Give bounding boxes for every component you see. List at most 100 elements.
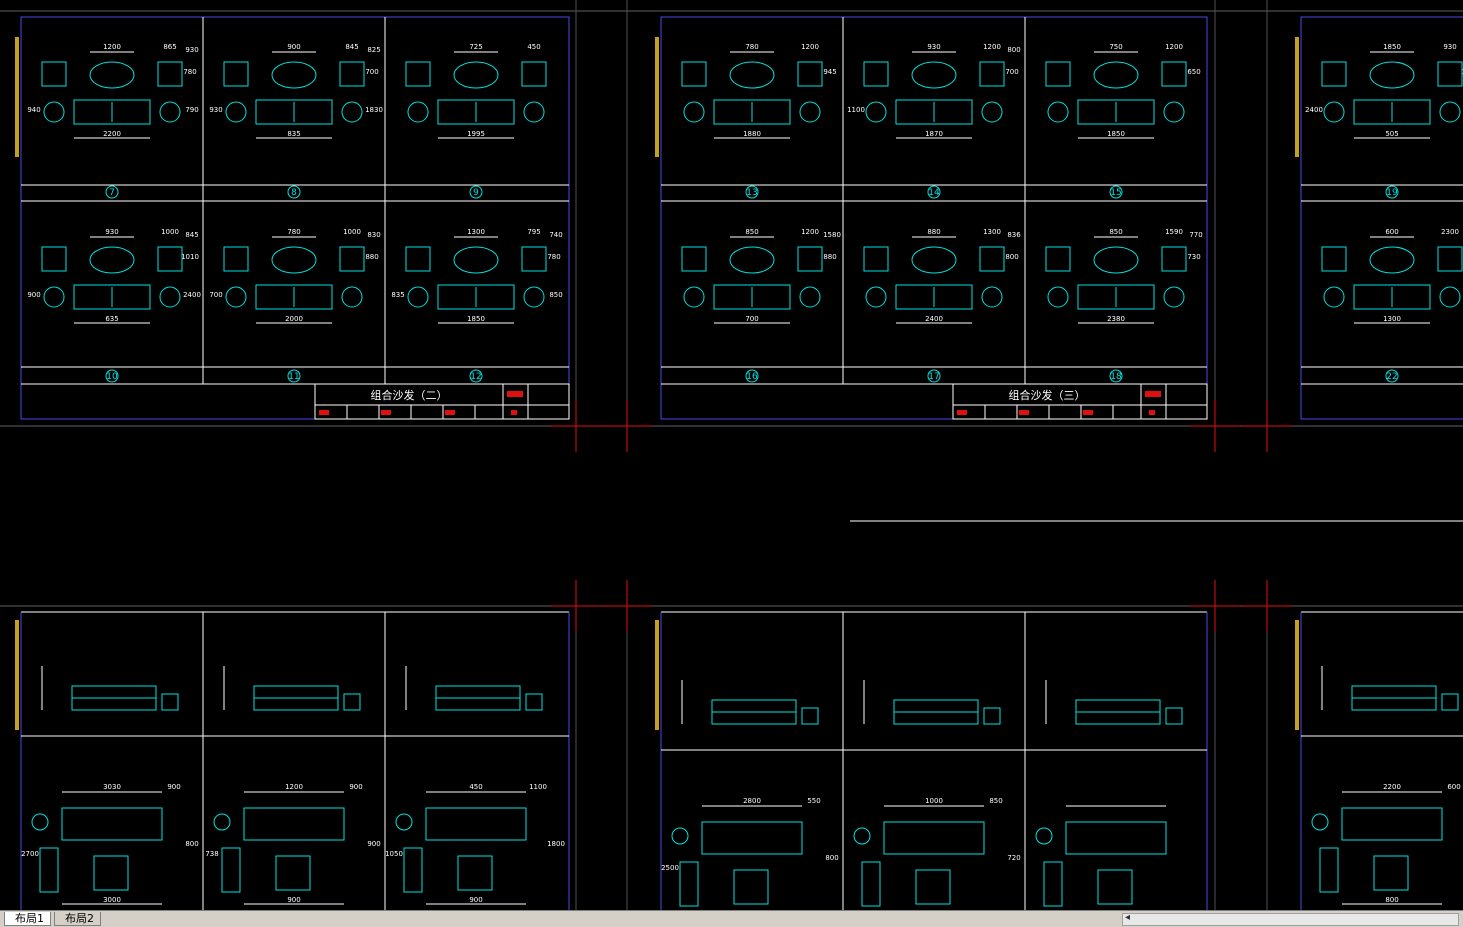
dimension-label: 2400: [183, 291, 201, 299]
armchair: [1045, 246, 1071, 272]
side-table: [225, 101, 247, 123]
armchair: [405, 246, 431, 272]
dimension-label: 2500: [661, 864, 679, 872]
cell-number: 17: [928, 372, 939, 382]
coffee-table: [911, 61, 957, 89]
side-table: [43, 101, 65, 123]
dimension-label: 450: [527, 43, 540, 51]
dimension-label: 725: [469, 43, 482, 51]
dimension-label: 1200: [103, 43, 121, 51]
dimension-label: 780: [287, 228, 300, 236]
side-table: [1163, 286, 1185, 308]
side-table: [1311, 813, 1329, 831]
sheet-frame: [1300, 16, 1463, 420]
scroll-left-icon[interactable]: ◂: [1125, 912, 1131, 923]
dimension-label: 1300: [467, 228, 485, 236]
sectional-sofa: [243, 807, 345, 841]
sofa-outline: [73, 284, 151, 310]
dimension-label: 700: [365, 68, 378, 76]
dimension-label: 900: [167, 783, 180, 791]
side-table: [1439, 286, 1461, 308]
armchair: [863, 246, 889, 272]
armchair: [223, 246, 249, 272]
coffee-table: [1097, 869, 1133, 905]
coffee-table: [275, 855, 311, 891]
cell-number-circle: [745, 185, 759, 199]
coffee-table: [271, 246, 317, 274]
dimension-label: 1995: [467, 130, 485, 138]
dimension-label: 3030: [103, 783, 121, 791]
armchair: [797, 61, 823, 87]
dimension-label: 1300: [1383, 315, 1401, 323]
title-block-red-mark: [381, 410, 391, 415]
cell-number-circle: [927, 185, 941, 199]
dimension-label: 1580: [823, 231, 841, 239]
sheet-frame: [20, 16, 570, 420]
cell-number: 16: [746, 372, 758, 382]
dimension-label: 730: [1187, 253, 1200, 261]
dimension-label: 770: [1189, 231, 1202, 239]
sheet-title: 组合沙发（三）: [1009, 388, 1086, 402]
dimension-label: 1200: [983, 43, 1001, 51]
sofa-outline: [1077, 99, 1155, 125]
dimension-label: 650: [1187, 68, 1200, 76]
dimension-label: 845: [185, 231, 198, 239]
side-table: [213, 813, 231, 831]
side-table: [683, 101, 705, 123]
title-block: [314, 383, 570, 420]
dimension-label: 2800: [743, 797, 761, 805]
side-table: [1323, 101, 1345, 123]
cell-number: 7: [109, 188, 115, 198]
title-block-red-mark: [1145, 391, 1161, 397]
side-table: [1439, 101, 1461, 123]
dimension-label: 2300: [1441, 228, 1459, 236]
dimension-label: 930: [105, 228, 118, 236]
dimension-label: 865: [163, 43, 176, 51]
dimension-label: 2700: [21, 850, 39, 858]
dimension-label: 1850: [1383, 43, 1401, 51]
title-block-red-mark: [511, 410, 517, 415]
armchair: [339, 246, 365, 272]
coffee-table: [1369, 246, 1415, 274]
dimension-label: 900: [287, 896, 300, 904]
coffee-table: [93, 855, 129, 891]
tab-layout-1[interactable]: 布局1: [4, 912, 51, 926]
side-table: [671, 827, 689, 845]
armchair: [1437, 246, 1463, 272]
side-table-elevation: [1441, 693, 1459, 711]
dimension-label: 1850: [1107, 130, 1125, 138]
coffee-table: [1373, 855, 1409, 891]
side-table: [853, 827, 871, 845]
side-table: [407, 286, 429, 308]
cell-number: 12: [470, 372, 481, 382]
side-label-mark: [1295, 37, 1299, 157]
armchair: [1043, 861, 1063, 907]
armchair: [41, 246, 67, 272]
sheet-frame: [660, 16, 1208, 420]
dimension-label: 3000: [103, 896, 121, 904]
sectional-sofa: [701, 821, 803, 855]
dimension-label: 835: [391, 291, 404, 299]
tab-layout-2[interactable]: 布局2: [54, 912, 101, 926]
sectional-sofa: [1341, 807, 1443, 841]
title-block-red-mark: [1083, 410, 1093, 415]
dimension-label: 2200: [103, 130, 121, 138]
side-table: [31, 813, 49, 831]
title-block: [952, 383, 1208, 420]
armchair: [979, 61, 1005, 87]
dimension-label: 836: [1007, 231, 1021, 239]
sectional-sofa: [883, 821, 985, 855]
cell-number: 8: [291, 188, 297, 198]
dimension-label: 780: [745, 43, 758, 51]
side-table-elevation: [525, 693, 543, 711]
coffee-table: [271, 61, 317, 89]
dimension-label: 830: [367, 231, 380, 239]
dimension-label: 1870: [925, 130, 943, 138]
armchair: [521, 61, 547, 87]
dimension-label: 880: [823, 253, 836, 261]
dimension-label: 800: [185, 840, 198, 848]
dimension-label: 635: [105, 315, 118, 323]
horizontal-scrollbar[interactable]: ◂: [1122, 912, 1459, 926]
cell-number: 13: [746, 188, 757, 198]
